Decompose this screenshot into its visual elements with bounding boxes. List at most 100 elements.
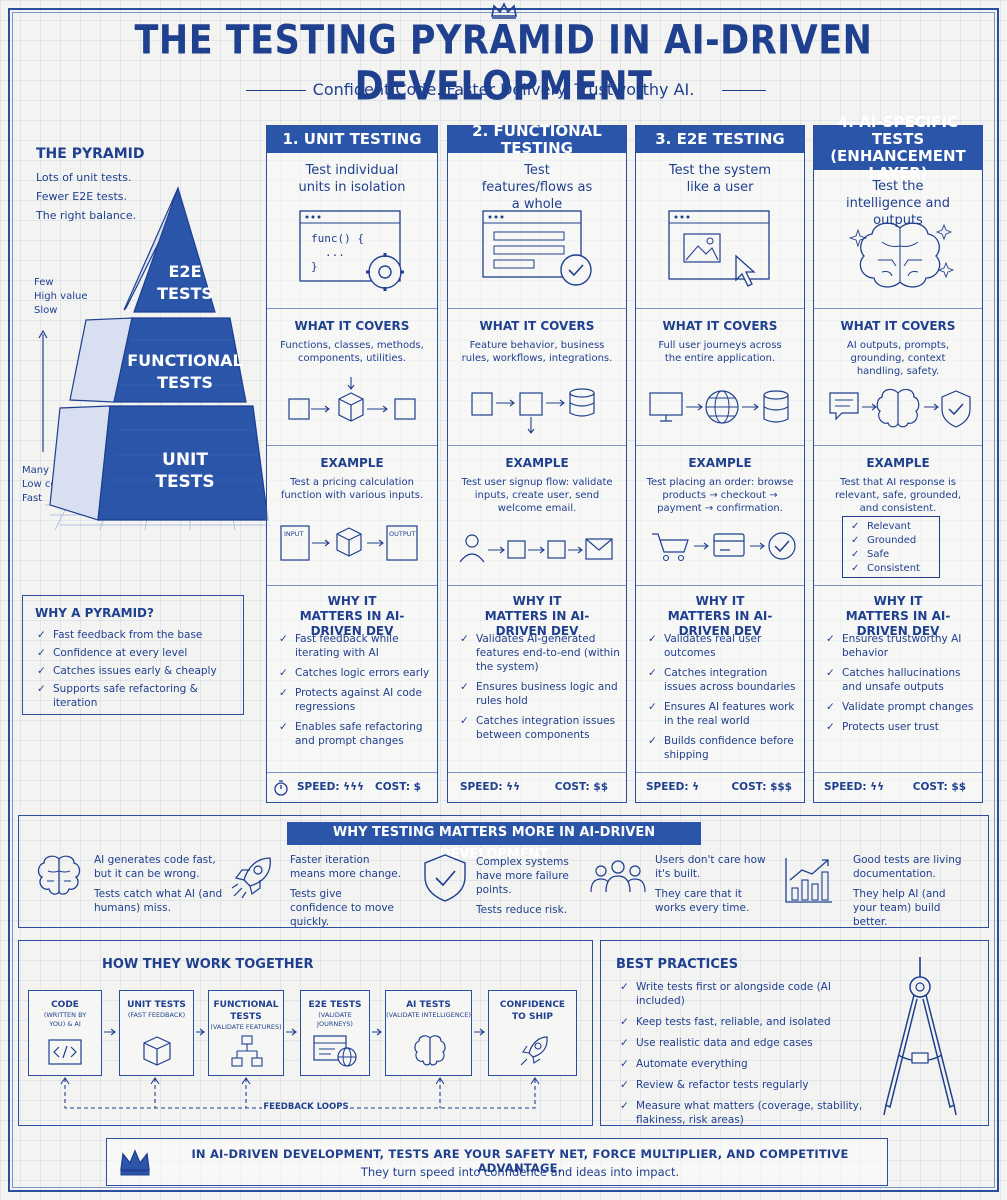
speed-label: SPEED: ϟ: [646, 781, 700, 793]
covers-title: WHAT IT COVERS: [662, 319, 778, 333]
pyramid-intro-line: Fewer E2E tests.: [36, 190, 128, 203]
axis-top-labels: Few High value Slow: [34, 276, 87, 318]
workflow-icon: [471, 388, 595, 434]
flow-step-ai-tests: AI TESTS (VALIDATE INTELLIGENCE): [385, 990, 472, 1076]
flow-step-sub: (FAST FEEDBACK): [127, 1011, 186, 1019]
shield-icon: [424, 854, 466, 902]
list-item: Automate everything: [618, 1057, 873, 1071]
covers-title: WHAT IT COVERS: [840, 319, 956, 333]
example-section: EXAMPLE Test placing an order: browse pr…: [636, 445, 804, 585]
example-section: EXAMPLE Test a pricing calculation funct…: [267, 445, 437, 585]
why-section: WHY IT MATTERS IN AI-DRIVEN DEV Validate…: [448, 585, 626, 775]
example-label: INPUT: [284, 530, 303, 538]
why-item: Catches logic errors early: [279, 666, 431, 680]
why-testing-item: Faster iteration means more change. Test…: [290, 853, 402, 929]
covers-section: WHAT IT COVERS AI outputs, prompts, grou…: [814, 308, 982, 445]
flow-step-functional-tests: FUNCTIONAL TESTS (VALIDATE FEATURES): [208, 990, 284, 1076]
cube-icon: [143, 1036, 171, 1066]
example-text: Test that AI response is relevant, safe,…: [834, 477, 962, 514]
why-item: Catches hallucinations and unsafe output…: [826, 666, 976, 694]
pyramid-diagram: [45, 186, 270, 531]
pyramid-intro-line: Lots of unit tests.: [36, 171, 132, 184]
why-testing-text: Complex systems have more failure points…: [476, 856, 569, 896]
flow-step-sub: (VALIDATE INTELLIGENCE): [386, 1011, 471, 1019]
column-e2e-testing: 3. E2E TESTING Test the system like a us…: [635, 125, 805, 803]
crown-icon: [491, 2, 517, 19]
covers-title: WHAT IT COVERS: [479, 319, 595, 333]
why-item: Protects user trust: [826, 720, 976, 734]
example-section: EXAMPLE Test user signup flow: validate …: [448, 445, 626, 585]
checklist-item: Relevant: [849, 520, 939, 534]
order-flow-icon: [652, 532, 796, 562]
footer-line1: IN AI-DRIVEN DEVELOPMENT, TESTS ARE YOUR…: [191, 1147, 849, 1175]
flow-step-unit-tests: UNIT TESTS (FAST FEEDBACK): [119, 990, 194, 1076]
example-title: EXAMPLE: [505, 456, 569, 470]
example-text: Test placing an order: browse products →…: [646, 477, 794, 514]
list-item: Supports safe refactoring & iteration: [35, 682, 240, 710]
cost-label: COST: $: [375, 781, 421, 793]
why-testing-text: AI generates code fast, but it can be wr…: [94, 854, 216, 880]
feedback-loops-label: FEEDBACK LOOPS: [263, 1102, 349, 1112]
why-testing-text: Tests catch what AI (and humans) miss.: [94, 888, 223, 914]
example-title: EXAMPLE: [866, 456, 930, 470]
covers-section: WHAT IT COVERS Functions, classes, metho…: [267, 308, 437, 445]
how-together-panel: [18, 940, 593, 1126]
why-testing-text: Tests reduce risk.: [476, 904, 568, 916]
page-title: THE TESTING PYRAMID IN AI-DRIVEN DEVELOP…: [134, 18, 873, 110]
covers-text: Feature behavior, business rules, workfl…: [461, 340, 613, 364]
why-title: WHY IT MATTERS IN AI-DRIVEN DEV: [484, 594, 590, 638]
pyramid-layer-label: TESTS: [157, 373, 213, 392]
why-list: Validates real user outcomes Catches int…: [648, 632, 798, 768]
footer-banner: [106, 1138, 888, 1186]
speed-cost-bar: SPEED: ϟ COST: $$$: [636, 772, 804, 802]
list-item: Keep tests fast, reliable, and isolated: [618, 1015, 873, 1029]
best-practices-list: Write tests first or alongside code (AI …: [618, 980, 873, 1134]
flow-step-e2e-tests: E2E TESTS (VALIDATE JOURNEYS): [300, 990, 370, 1076]
flow-step-code: CODE (WRITTEN BY YOU) & AI: [28, 990, 102, 1076]
cost-label: COST: $$: [912, 781, 966, 793]
pyramid-layer-label: E2E: [168, 262, 202, 281]
why-item: Catches integration issues across bounda…: [648, 666, 798, 694]
speed-label: SPEED: ϟϟ: [824, 781, 885, 793]
column-desc: Test features/flows as a whole: [481, 163, 593, 212]
code-line: func() {: [311, 232, 364, 245]
chat-brain-shield-icon: [829, 388, 971, 428]
why-testing-text: Faster iteration means more change.: [290, 854, 402, 880]
pyramid-layer-functional: FUNCTIONAL TESTS: [125, 350, 245, 394]
why-list: Fast feedback while iterating with AI Ca…: [279, 632, 431, 754]
covers-title: WHAT IT COVERS: [294, 319, 410, 333]
speed-label: SPEED: ϟϟϟ: [297, 781, 364, 793]
example-section: EXAMPLE Test that AI response is relevan…: [814, 445, 982, 585]
signup-flow-icon: [459, 534, 613, 563]
column-unit-testing: 1. UNIT TESTING Test individual units in…: [266, 125, 438, 803]
why-item: Ensures business logic and rules hold: [460, 680, 620, 708]
code-line: ...: [325, 246, 345, 259]
subtitle-arrow-left: [246, 90, 306, 91]
column-desc: Test the system like a user: [668, 163, 772, 195]
subtitle-arrow-right: [722, 90, 766, 91]
example-title: EXAMPLE: [688, 456, 752, 470]
axis-top-label: Slow: [34, 305, 58, 316]
best-practices-heading: BEST PRACTICES: [616, 957, 739, 972]
list-item: Review & refactor tests regularly: [618, 1078, 873, 1092]
brain-icon: [37, 855, 81, 895]
list-item: Write tests first or alongside code (AI …: [618, 980, 873, 1008]
flow-step-title: CONFIDENCE TO SHIP: [499, 1000, 566, 1022]
why-item: Ensures trustworthy AI behavior: [826, 632, 976, 660]
ai-checklist: Relevant Grounded Safe Consistent: [842, 516, 940, 578]
pyramid-layer-label: FUNCTIONAL: [127, 351, 243, 370]
flow-step-title: CODE: [51, 1000, 79, 1010]
pyramid-layer-e2e: E2E TESTS: [150, 261, 220, 305]
checklist-item: Grounded: [849, 534, 939, 548]
cost-label: COST: $$: [554, 781, 608, 793]
footer-line2: They turn speed into confidence and idea…: [360, 1165, 680, 1179]
column-desc: Test the intelligence and outputs: [845, 179, 950, 228]
why-item: Protects against AI code regressions: [279, 686, 431, 714]
why-section: WHY IT MATTERS IN AI-DRIVEN DEV Validate…: [636, 585, 804, 775]
browser-globe-icon: [313, 1035, 357, 1067]
covers-text: AI outputs, prompts, grounding, context …: [846, 340, 950, 377]
why-item: Builds confidence before shipping: [648, 734, 798, 762]
pyramid-layer-label: TESTS: [157, 284, 213, 303]
example-text: Test a pricing calculation function with…: [280, 477, 424, 501]
inner-frame: [12, 12, 995, 1188]
